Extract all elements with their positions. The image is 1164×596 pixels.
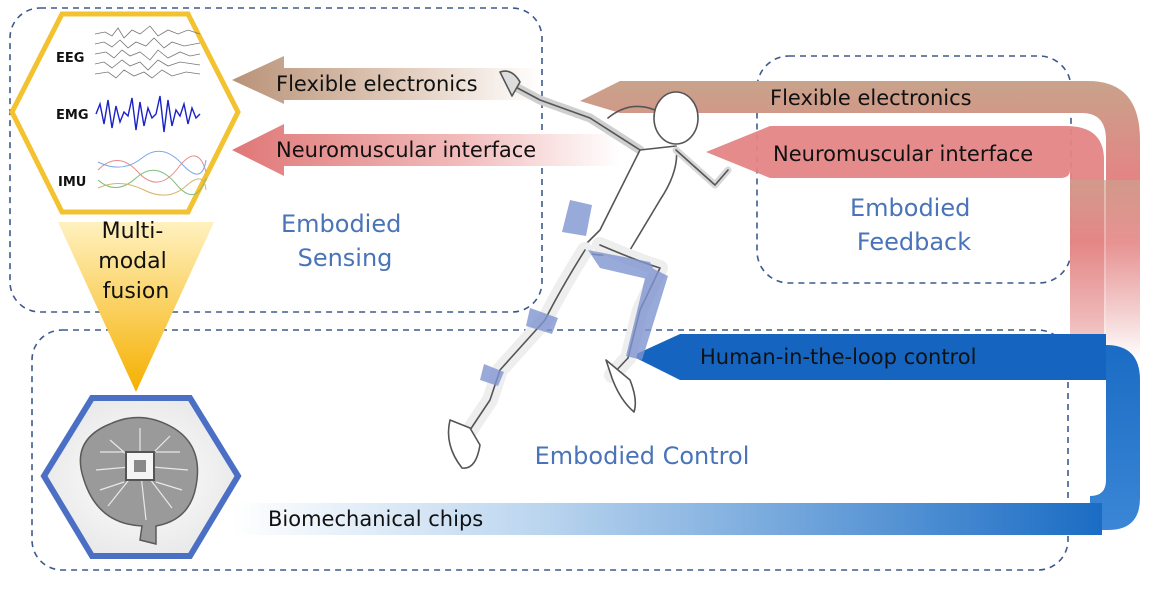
biomech-label: Biomechanical chips — [268, 507, 483, 531]
right-neuromuscular-band — [706, 126, 1104, 360]
left-neuromuscular-label: Neuromuscular interface — [276, 138, 536, 162]
right-neuromuscular-label: Neuromuscular interface — [773, 142, 1033, 166]
feedback-title: Embodied Feedback — [850, 194, 978, 256]
sensing-title: Embodied Sensing — [281, 210, 409, 272]
fusion-label: Multi- modal fusion — [98, 219, 173, 304]
exoskeleton-pads — [480, 200, 668, 386]
eeg-label: EEG — [56, 51, 84, 66]
left-flexible-label: Flexible electronics — [276, 72, 478, 96]
left-flexible-arrow — [232, 56, 540, 104]
imu-label: IMU — [58, 175, 86, 190]
right-flexible-band — [580, 81, 1140, 360]
brain-chip-icon — [79, 416, 199, 545]
eeg-waveform-icon — [94, 25, 201, 79]
emg-waveform-icon — [95, 95, 201, 133]
blue-loop-vertical — [1090, 345, 1140, 530]
control-title: Embodied Control — [535, 442, 750, 470]
fusion-funnel — [58, 222, 214, 392]
human-loop-arrow — [632, 334, 1106, 380]
biomech-band — [232, 503, 1102, 535]
imu-waveform-icon — [97, 150, 207, 196]
human-loop-label: Human-in-the-loop control — [700, 345, 976, 369]
emg-label: EMG — [56, 108, 89, 123]
running-human-illustration — [447, 70, 732, 469]
right-flexible-label: Flexible electronics — [770, 86, 972, 110]
left-neuromuscular-arrow — [232, 124, 620, 176]
